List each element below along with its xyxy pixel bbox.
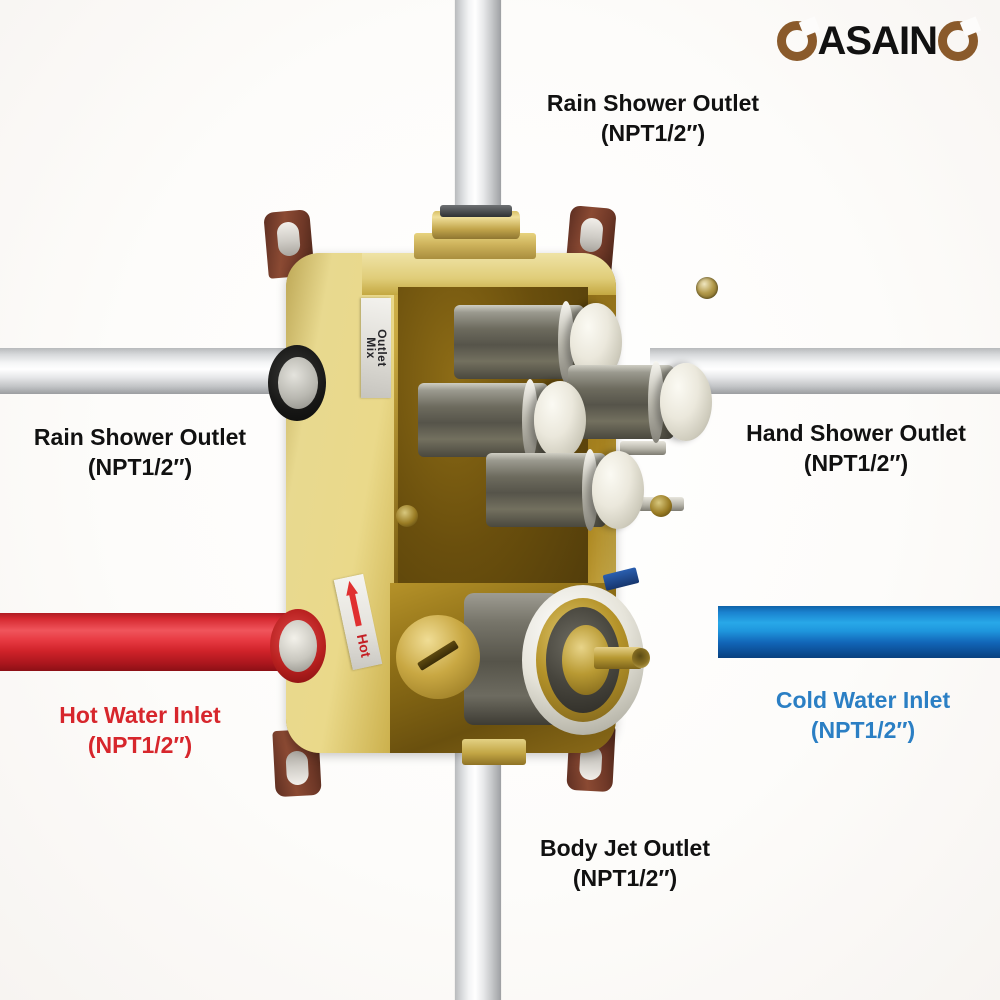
- port-hole-left: [396, 505, 418, 527]
- thermostatic-spindle: [594, 647, 642, 669]
- label-spec: (NPT1/2″): [87, 454, 193, 481]
- port-hole-right: [650, 495, 672, 517]
- label-spec: (NPT1/2″): [803, 450, 909, 477]
- label-title: Cold Water Inlet: [775, 687, 951, 713]
- blue-pipe-cold-inlet: [718, 606, 1000, 658]
- brass-screw-plug: [396, 615, 480, 699]
- o-ring-icon: [938, 21, 978, 61]
- c-ring-icon: [776, 21, 817, 61]
- cartridge-cap: [660, 363, 712, 441]
- sticker-outlet-mix-line2: Mix: [364, 337, 378, 359]
- hot-inlet-port-collar: [270, 609, 326, 683]
- label-spec: (NPT1/2″): [600, 120, 706, 147]
- valve-cartridge-3: [568, 361, 712, 443]
- label-title: Rain Shower Outlet: [33, 424, 247, 450]
- thermostatic-cartridge: [464, 567, 650, 735]
- cartridge-cap: [534, 381, 586, 459]
- cartridge-ring: [648, 361, 664, 443]
- hot-arrow-shaft: [348, 592, 362, 627]
- label-title: Hand Shower Outlet: [746, 420, 966, 446]
- top-outlet-collar: [440, 205, 512, 217]
- label-title: Body Jet Outlet: [540, 835, 710, 861]
- label-spec: (NPT1/2″): [810, 717, 916, 744]
- label-body-jet-outlet: Body Jet Outlet (NPT1/2″): [500, 833, 750, 894]
- cartridge-ring: [558, 301, 574, 383]
- red-pipe-hot-inlet: [0, 613, 295, 671]
- cartridge-ring: [522, 379, 538, 461]
- sticker-outlet-mix-text: Outlet Mix: [364, 329, 389, 367]
- bottom-outlet-nipple: [462, 739, 526, 765]
- left-outlet-port-collar: [268, 345, 326, 421]
- valve-cartridge-2: [418, 379, 586, 461]
- sticker-hot-text: Hot: [353, 632, 375, 659]
- side-port-stub-upper: [620, 441, 666, 455]
- body-screw-icon: [696, 277, 718, 299]
- brand-name-text: ASAIN: [817, 19, 938, 63]
- label-title: Hot Water Inlet: [59, 702, 221, 728]
- label-spec: (NPT1/2″): [572, 865, 678, 892]
- thermostatic-spindle-tip: [632, 648, 650, 668]
- label-hot-water-inlet: Hot Water Inlet (NPT1/2″): [10, 700, 270, 761]
- sticker-outlet-mix: Outlet Mix: [361, 298, 391, 398]
- valve-cartridge-4: [486, 449, 644, 531]
- brand-logo: ASAIN: [776, 18, 978, 64]
- label-spec: (NPT1/2″): [87, 732, 193, 759]
- label-title: Rain Shower Outlet: [546, 90, 760, 116]
- hot-port-inner: [279, 620, 317, 672]
- left-port-inner: [278, 357, 318, 409]
- label-cold-water-inlet: Cold Water Inlet (NPT1/2″): [738, 685, 988, 746]
- label-rain-shower-outlet-left: Rain Shower Outlet (NPT1/2″): [0, 422, 280, 483]
- shower-valve-body-assembly: Outlet Mix Hot: [263, 205, 738, 805]
- chrome-pipe-left: [0, 348, 315, 394]
- cartridge-cap: [592, 451, 644, 529]
- label-rain-shower-outlet-top: Rain Shower Outlet (NPT1/2″): [508, 88, 798, 149]
- cartridge-ring: [582, 449, 598, 531]
- label-hand-shower-outlet: Hand Shower Outlet (NPT1/2″): [712, 418, 1000, 479]
